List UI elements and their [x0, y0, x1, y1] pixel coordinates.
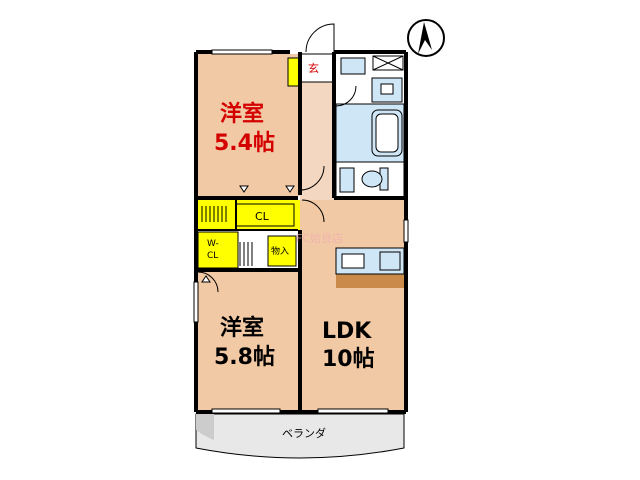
ldk-size: 10帖 [322, 347, 375, 372]
storage [267, 235, 297, 267]
watermark-text: FC姶良店 [296, 231, 343, 245]
room1-size: 5.4帖 [214, 131, 275, 156]
wic-label-bottom: CL [207, 251, 218, 261]
entrance-area [299, 53, 335, 83]
storage-label: 物入 [271, 245, 289, 257]
room2-name: 洋室 [220, 315, 264, 341]
room2-size: 5.8帖 [214, 345, 275, 370]
north-arrow-icon [407, 19, 445, 57]
door-swing-icon [197, 23, 357, 293]
closet-label: CL [255, 210, 270, 223]
balcony-label: ベランダ [282, 426, 326, 440]
toilet-icon [361, 167, 389, 191]
hallway [300, 82, 336, 200]
western-room-2 [198, 272, 300, 410]
kitchen-counter [336, 274, 404, 288]
ldk-room [300, 200, 404, 410]
hanger-rail [201, 206, 227, 222]
ldk-name: LDK [322, 319, 372, 344]
walk-in-closet [197, 231, 239, 269]
room1-name: 洋室 [220, 101, 264, 127]
entrance-label: 玄 [308, 61, 319, 75]
balcony [195, 413, 405, 459]
sink-icon [340, 57, 366, 75]
wic-label-top: W- [207, 239, 219, 249]
western-room-1 [198, 54, 300, 196]
